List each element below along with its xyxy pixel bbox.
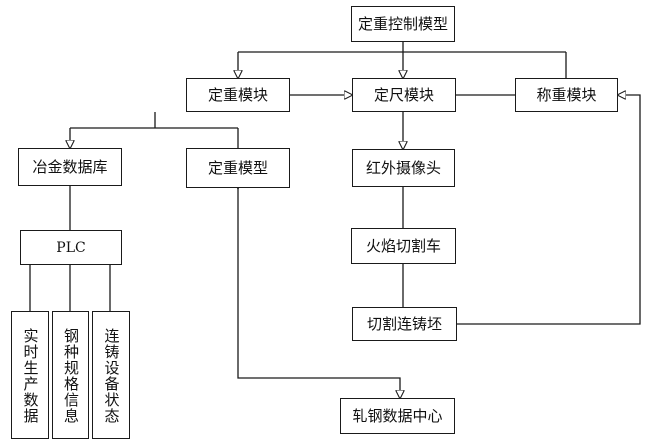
node-cut-billet: 切割连铸坯 (352, 307, 457, 341)
node-caster-status: 连铸设备状态 (92, 311, 130, 439)
node-weight-module: 定重模块 (186, 78, 290, 112)
edge-billet-to-scale-module (457, 95, 641, 325)
node-control-model: 定重控制模型 (351, 6, 455, 42)
node-weight-model: 定重模型 (186, 148, 290, 188)
node-ir-camera: 红外摄像头 (352, 149, 455, 187)
node-plc: PLC (20, 230, 122, 265)
edge-model-rolling-center (238, 188, 400, 398)
node-metallurgy-db: 冶金数据库 (18, 148, 122, 186)
node-steel-spec: 钢种规格信息 (52, 311, 89, 439)
node-realtime-data: 实时生产数据 (11, 311, 49, 439)
node-rolling-center: 轧钢数据中心 (340, 398, 455, 434)
node-length-module: 定尺模块 (352, 78, 456, 112)
edge-control-to-modules (238, 42, 566, 53)
node-flame-cutter: 火焰切割车 (351, 228, 456, 264)
edge-weight-module-branch (70, 112, 238, 129)
node-scale-module: 称重模块 (515, 78, 618, 112)
